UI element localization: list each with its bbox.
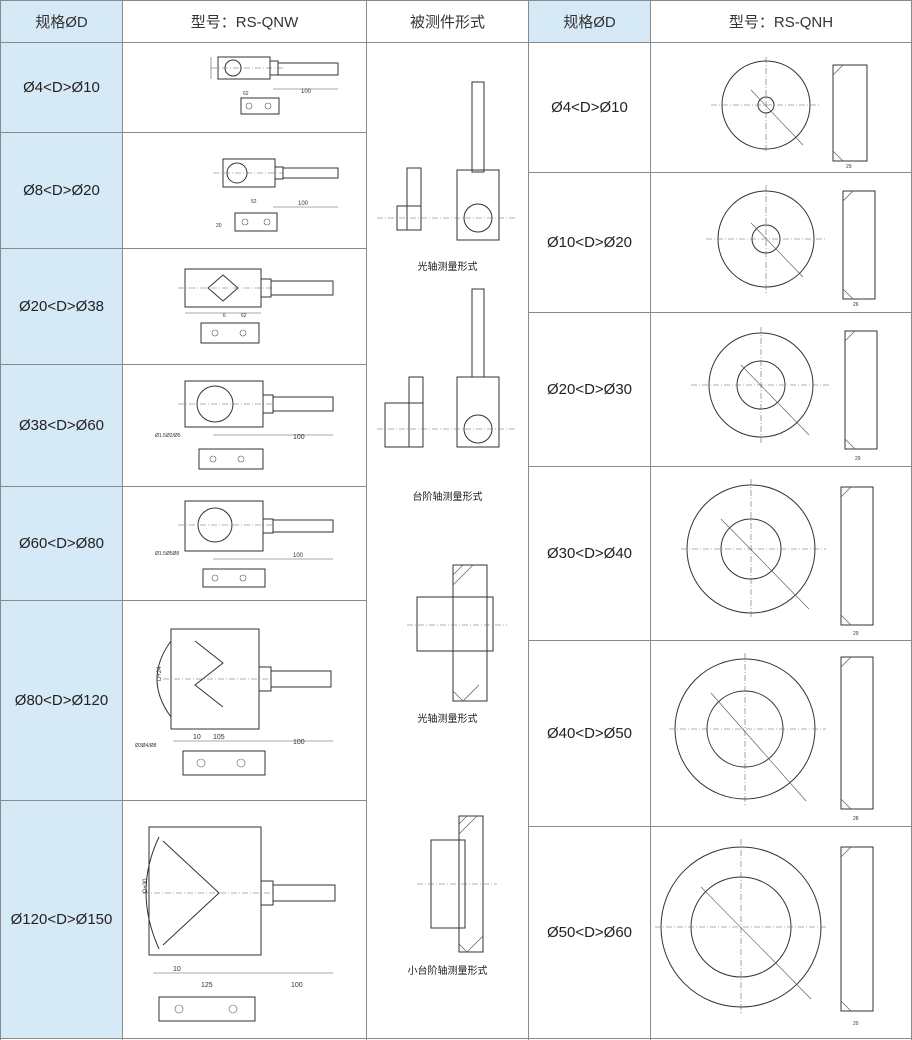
form-caption: 光轴测量形式 (417, 262, 478, 273)
grid-top (0, 0, 912, 1)
dim-label: 10 (193, 734, 201, 741)
header-spec-left: 规格ØD (1, 1, 122, 42)
dim-label: 100 (293, 739, 305, 746)
dim-label: 52 (251, 199, 257, 205)
header-model-qnw: 型号：RS-QNW (190, 14, 299, 31)
dim-label: Ø1.5Ø5Ø8 (155, 551, 179, 557)
qnw-drawing-6: D+24 105 100 10 Ø3Ø4/Ø8 (135, 628, 333, 776)
qnw-drawing-2: 100 52 20 (213, 158, 339, 232)
grid-row-line (0, 600, 366, 601)
grid-row-line (0, 486, 366, 487)
grid-vline (366, 0, 367, 1040)
grid-row-line (0, 248, 366, 249)
form-caption: 光轴测量形式 (417, 714, 478, 725)
form-caption: 小台阶轴测量形式 (407, 966, 488, 977)
form-drawing-1 (377, 81, 517, 241)
dim-label: D+30 (143, 878, 149, 893)
dim-label: Ø3Ø4/Ø8 (135, 743, 157, 749)
grid-vline (122, 0, 123, 1040)
dim-label: 20 (853, 1021, 859, 1027)
qnh-spec-cell: Ø4<D>Ø10 (551, 99, 628, 116)
dim-label: 100 (293, 434, 305, 441)
qnh-spec-cell: Ø10<D>Ø20 (546, 234, 633, 251)
form-drawing-3 (407, 564, 507, 702)
qnh-drawing-4: 29 (681, 479, 874, 637)
qnh-spec-cell: Ø50<D>Ø60 (546, 924, 633, 941)
grid-row-line (0, 132, 366, 133)
qnw-spec-cell: Ø80<D>Ø120 (1, 601, 122, 800)
qnw-drawing-5: 100 Ø1.5Ø5Ø8 (155, 500, 334, 588)
dim-label: 100 (301, 89, 312, 95)
dim-label: 62 (241, 313, 247, 319)
grid-row-line (528, 640, 912, 641)
qnh-drawing-6: 20 (655, 839, 874, 1027)
qnw-spec-cell: Ø120<D>Ø150 (1, 801, 122, 1038)
dim-label: Ø1.5Ø2/Ø5 (155, 433, 181, 439)
qnh-drawing-2: 26 (706, 185, 876, 308)
dim-label: 105 (213, 734, 225, 741)
dim-label: 100 (293, 553, 304, 559)
dim-label: 125 (201, 982, 213, 989)
dim-label: 6 (223, 313, 226, 319)
qnw-spec-cell: Ø4<D>Ø10 (1, 43, 122, 132)
grid-bottom (0, 1038, 912, 1039)
grid-vline (0, 0, 1, 1040)
dim-label: D+24 (157, 666, 163, 681)
qnw-drawing-4: 100 Ø1.5Ø2/Ø5 (155, 380, 334, 470)
grid-row-line (0, 800, 366, 801)
qnh-spec-cell: Ø20<D>Ø30 (546, 381, 633, 398)
qnh-spec-cell: Ø30<D>Ø40 (546, 545, 633, 562)
dim-label: 10 (173, 966, 181, 973)
header-model-qnh: 型号：RS-QNH (728, 14, 834, 31)
grid-row-line (528, 172, 912, 173)
dim-label: 62 (243, 91, 249, 97)
header-spec-right: 规格ØD (529, 1, 650, 42)
form-drawing-4 (417, 815, 497, 953)
qnw-spec-cell: Ø38<D>Ø60 (1, 365, 122, 486)
grid-row-line (528, 312, 912, 313)
qnw-spec-cell: Ø20<D>Ø38 (1, 249, 122, 364)
grid-row-line (528, 466, 912, 467)
header-workpiece-form: 被测件形式 (409, 14, 485, 31)
form-caption: 台阶轴测量形式 (412, 492, 483, 503)
qnw-drawing-7: D+30 125 100 10 (143, 826, 336, 1022)
qnw-spec-cell: Ø8<D>Ø20 (1, 133, 122, 248)
grid-vline (650, 0, 651, 1040)
dim-label: 100 (298, 201, 309, 207)
dim-label: 28 (853, 816, 859, 822)
dim-label: 29 (846, 164, 852, 170)
dim-label: 29 (855, 456, 861, 462)
dim-label: 20 (216, 223, 222, 229)
qnh-drawing-3: 29 (691, 327, 878, 462)
qnh-drawing-5: 28 (669, 653, 874, 822)
grid-row-line (0, 364, 366, 365)
qnw-drawing-1: 100 62 (210, 56, 339, 115)
qnw-drawing-3: 62 6 (178, 268, 334, 344)
qnw-spec-cell: Ø60<D>Ø80 (1, 487, 122, 600)
dim-label: 26 (853, 302, 859, 308)
qnh-spec-cell: Ø40<D>Ø50 (546, 725, 633, 742)
form-drawing-2 (377, 288, 517, 448)
grid-header-bottom (0, 42, 912, 43)
qnh-drawing-1: 29 (711, 57, 868, 170)
grid-row-line (528, 826, 912, 827)
grid-vline (528, 0, 529, 1040)
dim-label: 100 (291, 982, 303, 989)
dim-label: 29 (853, 631, 859, 637)
